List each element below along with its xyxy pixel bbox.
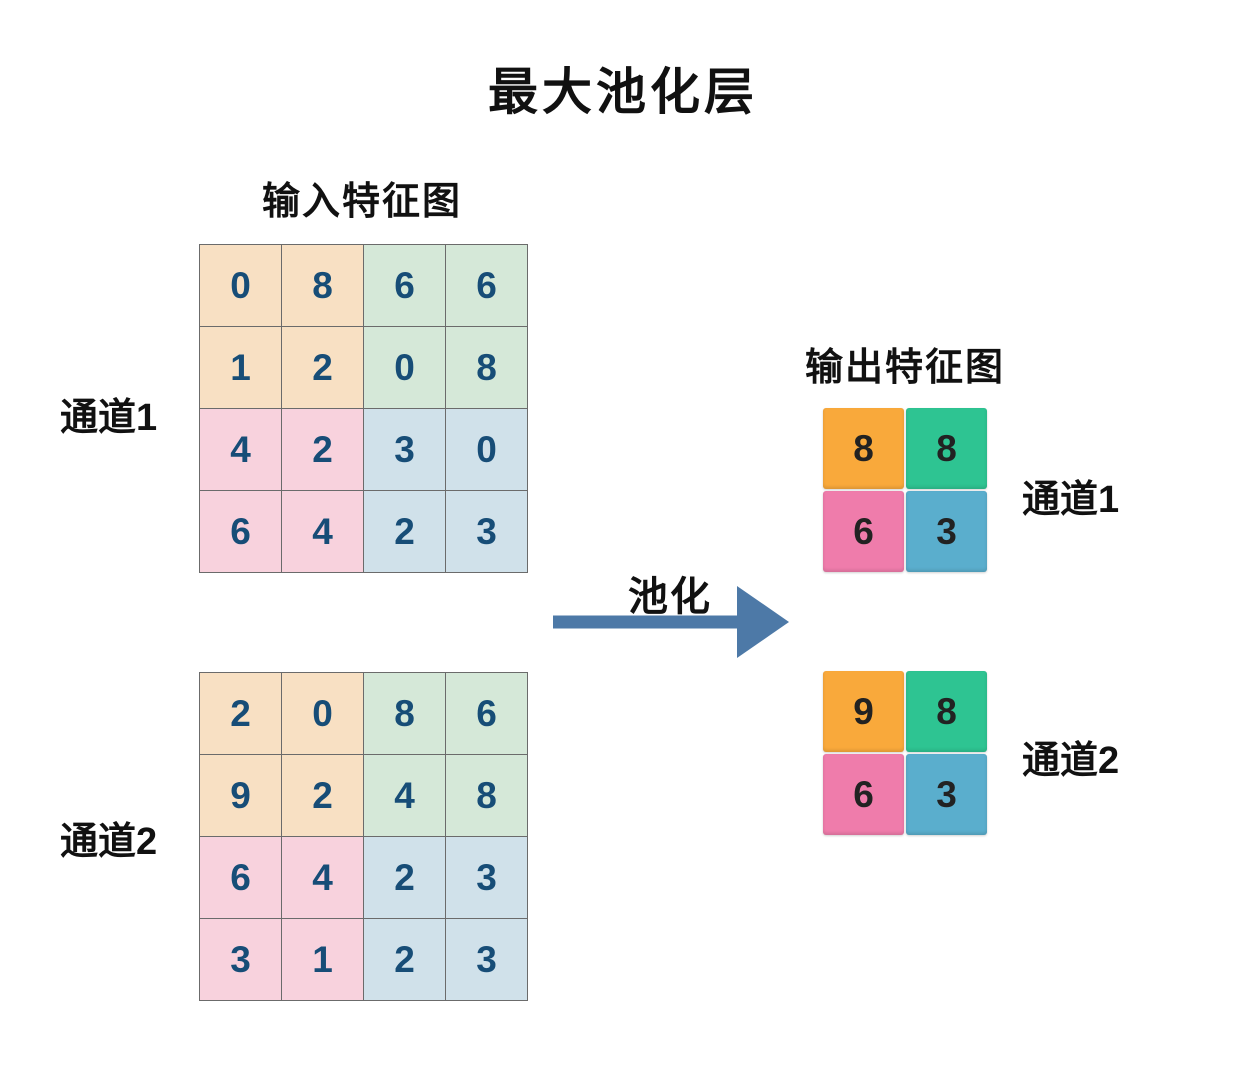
input-grid-cell: 6: [200, 491, 281, 572]
input-grid-cell: 2: [364, 491, 445, 572]
input-grid-cell: 1: [200, 327, 281, 408]
output-feature-map-label: 输出特征图: [804, 347, 1005, 389]
input-feature-map-label: 输入特征图: [261, 181, 462, 223]
input-grid-cell: 0: [282, 673, 363, 754]
pooling-arrow-label: 池化: [628, 575, 712, 619]
diagram-title: 最大池化层: [488, 64, 758, 120]
channel2-label-left: 通道2: [60, 821, 158, 863]
input-grid-cell: 2: [282, 755, 363, 836]
input-grid-cell: 3: [364, 409, 445, 490]
input-grid-cell: 3: [446, 919, 527, 1000]
input-grid-cell: 8: [364, 673, 445, 754]
input-grid-cell: 2: [282, 409, 363, 490]
pooling-arrow-icon: [553, 586, 789, 658]
input-grid-cell: 2: [364, 919, 445, 1000]
input-grid-cell: 0: [200, 245, 281, 326]
channel1-label-right: 通道1: [1022, 479, 1120, 521]
input-grid-cell: 0: [446, 409, 527, 490]
input-grid-cell: 3: [446, 491, 527, 572]
input-grid-cell: 6: [446, 245, 527, 326]
input-grid-cell: 8: [446, 327, 527, 408]
input-grid-cell: 6: [446, 673, 527, 754]
input-grid-cell: 3: [446, 837, 527, 918]
channel1-label-left: 通道1: [60, 397, 158, 439]
input-grid-cell: 4: [364, 755, 445, 836]
output-grid-cell: 6: [823, 754, 904, 835]
input-grid-cell: 1: [282, 919, 363, 1000]
output-grid-cell: 8: [823, 408, 904, 489]
input-grid-cell: 4: [282, 837, 363, 918]
channel2-label-right: 通道2: [1022, 740, 1120, 782]
arrow-head: [737, 586, 789, 658]
input-grid-cell: 0: [364, 327, 445, 408]
input-grid-cell: 6: [364, 245, 445, 326]
output-grid-cell: 3: [906, 754, 987, 835]
input-grid-cell: 6: [200, 837, 281, 918]
output-grid-cell: 8: [906, 408, 987, 489]
input-grid-cell: 4: [282, 491, 363, 572]
output-grid-cell: 8: [906, 671, 987, 752]
output-grid-cell: 3: [906, 491, 987, 572]
input-grid-cell: 4: [200, 409, 281, 490]
output-grid-cell: 9: [823, 671, 904, 752]
input-grid-cell: 2: [200, 673, 281, 754]
input-grid-cell: 3: [200, 919, 281, 1000]
input-grid-cell: 8: [282, 245, 363, 326]
output-grid-cell: 6: [823, 491, 904, 572]
input-grid-cell: 2: [282, 327, 363, 408]
input-grid-cell: 8: [446, 755, 527, 836]
input-grid-cell: 2: [364, 837, 445, 918]
input-grid-cell: 9: [200, 755, 281, 836]
